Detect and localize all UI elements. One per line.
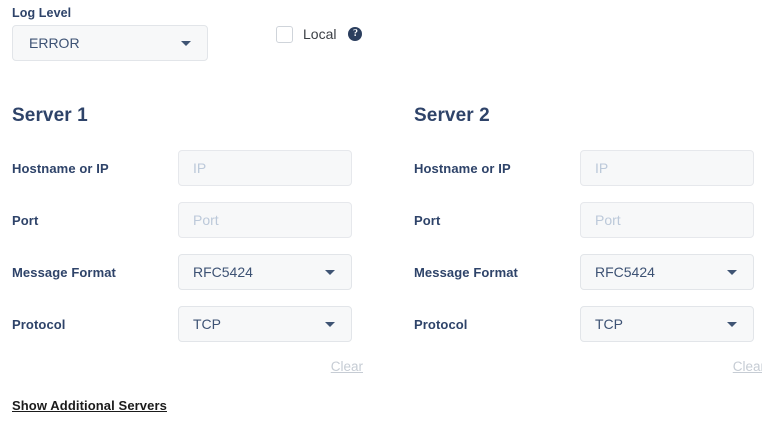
server-2-clear-row: Clear [414, 358, 762, 376]
server-1-protocol-row: Protocol TCP [12, 306, 364, 342]
server-1-message-format-control: RFC5424 [178, 254, 352, 290]
server-2-protocol-row: Protocol TCP [414, 306, 762, 342]
server-2-protocol-label: Protocol [414, 316, 468, 332]
server-2-message-format-select[interactable]: RFC5424 [580, 254, 754, 290]
server-2-protocol-select[interactable]: TCP [580, 306, 754, 342]
server-2-hostname-input[interactable] [580, 150, 754, 186]
server-2-protocol-value: TCP [595, 316, 623, 332]
server-2-protocol-control: TCP [580, 306, 754, 342]
local-checkbox-label: Local [303, 25, 337, 42]
server-2-hostname-row: Hostname or IP [414, 150, 762, 186]
server-1-protocol-select[interactable]: TCP [178, 306, 352, 342]
log-level-group: Log Level ERROR [12, 6, 208, 61]
log-level-value: ERROR [29, 35, 80, 51]
log-level-select[interactable]: ERROR [12, 25, 208, 61]
server-1-port-label: Port [12, 212, 39, 228]
server-2-message-format-value: RFC5424 [595, 264, 655, 280]
server-1-message-format-value: RFC5424 [193, 264, 253, 280]
server-1-title: Server 1 [12, 105, 88, 126]
server-1-hostname-label: Hostname or IP [12, 160, 109, 176]
server-2-port-label: Port [414, 212, 441, 228]
server-2-message-format-control: RFC5424 [580, 254, 754, 290]
server-1-message-format-select[interactable]: RFC5424 [178, 254, 352, 290]
server-2-clear-link[interactable]: Clear [732, 359, 762, 374]
server-2-message-format-label: Message Format [414, 264, 518, 280]
server-1-hostname-row: Hostname or IP [12, 150, 364, 186]
server-1-clear-link[interactable]: Clear [330, 359, 363, 374]
chevron-down-icon [727, 322, 737, 327]
server-1-protocol-value: TCP [193, 316, 221, 332]
chevron-down-icon [727, 270, 737, 275]
local-checkbox-group: Local ? [276, 25, 363, 43]
server-1-protocol-control: TCP [178, 306, 352, 342]
server-2-hostname-control [580, 150, 754, 186]
server-1-port-input[interactable] [178, 202, 352, 238]
server-2-port-input[interactable] [580, 202, 754, 238]
server-1-hostname-input[interactable] [178, 150, 352, 186]
chevron-down-icon [325, 270, 335, 275]
server-1-clear-row: Clear [12, 358, 364, 376]
server-2-column: Server 2 Hostname or IP Port Message For… [414, 104, 762, 376]
server-1-port-row: Port [12, 202, 364, 238]
server-1-protocol-label: Protocol [12, 316, 66, 332]
server-1-message-format-label: Message Format [12, 264, 116, 280]
server-1-message-format-row: Message Format RFC5424 [12, 254, 364, 290]
server-1-column: Server 1 Hostname or IP Port Message For… [12, 104, 364, 376]
server-2-port-row: Port [414, 202, 762, 238]
show-additional-servers-link[interactable]: Show Additional Servers [12, 398, 167, 413]
server-2-title: Server 2 [414, 105, 490, 126]
chevron-down-icon [325, 322, 335, 327]
server-2-hostname-label: Hostname or IP [414, 160, 511, 176]
question-mark-circle-icon[interactable]: ? [348, 27, 363, 41]
log-level-label: Log Level [12, 6, 72, 20]
server-2-port-control [580, 202, 754, 238]
server-1-hostname-control [178, 150, 352, 186]
server-2-message-format-row: Message Format RFC5424 [414, 254, 762, 290]
chevron-down-icon [181, 41, 191, 46]
local-checkbox[interactable] [276, 25, 293, 43]
server-1-port-control [178, 202, 352, 238]
